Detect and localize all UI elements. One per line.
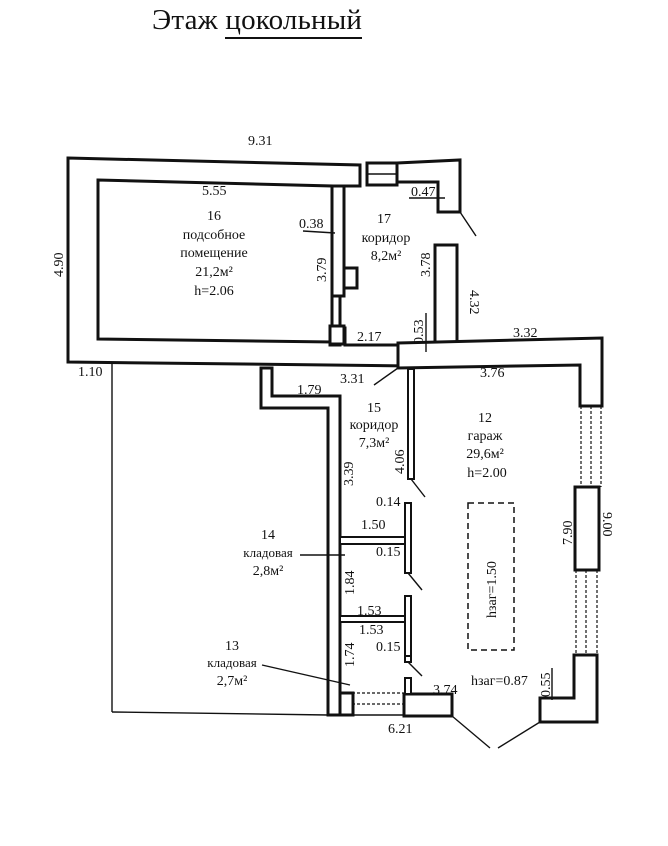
wall-garage-right-mid	[573, 485, 601, 572]
room16-name-1: подсобное	[183, 228, 245, 243]
dim-top-total: 9.31	[248, 134, 273, 149]
boundary-bottom	[111, 711, 329, 716]
room16-area: 21,2м²	[195, 265, 233, 280]
dim-room16-width: 5.55	[202, 184, 227, 199]
wall-stub-16	[328, 324, 346, 346]
room14-number: 14	[261, 528, 275, 543]
floor-title-prefix: Этаж	[152, 4, 218, 36]
gate-swing-left	[451, 715, 491, 749]
leader-013	[261, 664, 351, 686]
room14-name: кладовая	[243, 545, 292, 560]
dim-339: 3.39	[342, 462, 357, 487]
wall-garage-left-3	[404, 595, 412, 657]
inspection-pit	[467, 502, 515, 651]
dim-790: 7.90	[561, 521, 576, 546]
dim-153b: 1.53	[359, 623, 384, 638]
room17-name: коридор	[362, 231, 411, 246]
room13-area: 2,7м²	[217, 674, 248, 689]
door-swing-13	[407, 661, 423, 677]
pillar-corridor17	[433, 243, 459, 347]
partition-storage14	[339, 536, 406, 545]
gate-swing-right	[497, 721, 541, 749]
dim-179: 1.79	[297, 383, 322, 398]
dim-217: 2.17	[357, 330, 382, 345]
room14-area: 2,8м²	[253, 564, 284, 579]
dim-900: 9.00	[599, 512, 614, 537]
chimney	[342, 266, 359, 290]
wall-garage-left-1	[407, 368, 415, 480]
dim-379: 3.79	[315, 258, 330, 283]
floor-title: Этаж цокольный	[152, 4, 363, 39]
room16-number: 16	[207, 209, 221, 224]
dim-014: 0.14	[376, 495, 401, 510]
leader-038	[302, 230, 336, 234]
partition-storage13	[339, 615, 406, 623]
door-swing-15	[373, 367, 399, 386]
room15-area: 7,3м²	[359, 436, 390, 451]
room16-height: h=2.06	[194, 284, 233, 299]
dim-376: 3.76	[480, 366, 505, 381]
door-swing-14	[407, 572, 423, 591]
room15-name: коридор	[350, 418, 399, 433]
room12-number: 12	[478, 411, 492, 426]
room13-number: 13	[225, 639, 239, 654]
pit-depth-label: hзаг=1.50	[485, 561, 500, 618]
floor-title-name: цокольный	[225, 4, 363, 39]
dim-378: 3.78	[419, 253, 434, 278]
dim-174: 1.74	[343, 643, 358, 668]
room13-name: кладовая	[207, 655, 256, 670]
dim-331: 3.31	[340, 372, 365, 387]
door-swing-17	[459, 211, 477, 237]
floor-depth-label: hзаг=0.87	[471, 674, 528, 689]
dim-406: 4.06	[393, 450, 408, 475]
door-swing-12	[410, 478, 426, 498]
dim-153a: 1.53	[357, 604, 382, 619]
room12-name: гараж	[468, 429, 503, 444]
dim-332: 3.32	[513, 326, 538, 341]
partition-16-17	[330, 184, 346, 298]
dim-374: 3.74	[433, 683, 458, 698]
wall-bottom-post	[404, 677, 412, 695]
dim-055: 0.55	[539, 673, 554, 698]
room16-name-2: помещение	[180, 246, 248, 261]
dim-621: 6.21	[388, 722, 413, 737]
dim-432: 4.32	[466, 290, 481, 315]
dim-110: 1.10	[78, 365, 103, 380]
room15-number: 15	[367, 401, 381, 416]
dim-184: 1.84	[343, 571, 358, 596]
room12-height: h=2.00	[467, 466, 506, 481]
dim-047: 0.47	[411, 185, 436, 200]
dim-015a: 0.15	[376, 545, 401, 560]
room17-area: 8,2м²	[371, 249, 402, 264]
dim-053: 0.53	[412, 320, 427, 345]
wall-bottom-stub	[338, 691, 355, 717]
dim-038: 0.38	[299, 217, 324, 232]
dim-150: 1.50	[361, 518, 386, 533]
wall-garage-left-4	[404, 655, 412, 663]
room16-interior	[96, 178, 334, 344]
wall-bottom-block	[402, 692, 454, 718]
room12-area: 29,6м²	[466, 447, 504, 462]
room17-number: 17	[377, 212, 391, 227]
dim-015b: 0.15	[376, 640, 401, 655]
wall-corridor17-right	[395, 158, 462, 214]
dim-left-total: 4.90	[52, 253, 67, 278]
